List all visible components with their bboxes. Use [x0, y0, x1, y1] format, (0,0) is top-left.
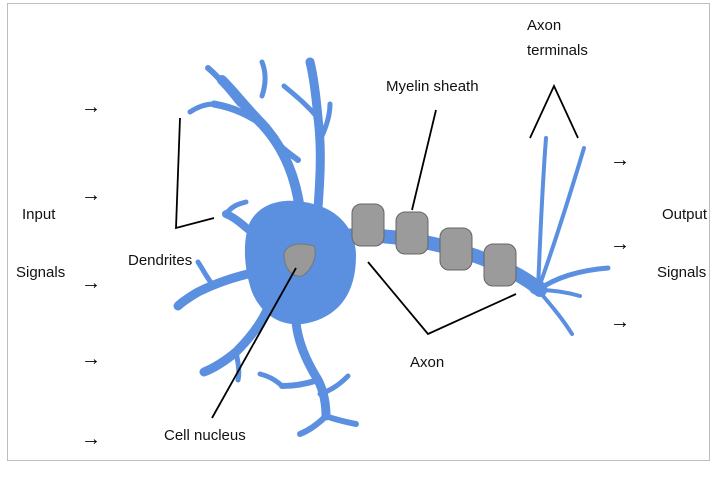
axon-terminal [538, 268, 608, 290]
output-arrow-3: → [610, 312, 630, 332]
dendrite [310, 62, 320, 208]
dendrite [296, 322, 326, 416]
dendrite [226, 202, 246, 214]
neuron [178, 62, 608, 434]
input-label: Input [22, 206, 55, 224]
output-arrow-1: → [610, 150, 630, 170]
input-signals-label: Signals [16, 264, 65, 282]
dendrite [198, 262, 212, 284]
dendrite [326, 416, 356, 424]
axon-terminals-bracket [530, 86, 578, 138]
output-arrow-2: → [610, 234, 630, 254]
input-arrow-1: → [81, 97, 101, 117]
dendrites-label: Dendrites [128, 252, 192, 270]
myelin-segment [352, 204, 384, 246]
cell-nucleus-label: Cell nucleus [164, 427, 246, 445]
output-signals-label: Signals [657, 264, 706, 282]
axon-hillock-end [529, 281, 547, 295]
myelin-segment [396, 212, 428, 254]
myelin-segment [484, 244, 516, 286]
output-label: Output [662, 206, 707, 224]
dendrites-bracket [176, 118, 214, 228]
dendrite [300, 416, 326, 434]
axon-terminal [538, 290, 572, 334]
input-arrow-5: → [81, 429, 101, 449]
myelin-segment [440, 228, 472, 270]
dendrite [178, 272, 256, 306]
axon-terminals-label-line2: terminals [527, 42, 588, 60]
dendrite [190, 104, 214, 112]
myelin-sheath-label: Myelin sheath [386, 78, 479, 96]
input-arrow-3: → [81, 273, 101, 293]
dendrite [208, 68, 240, 104]
input-arrow-2: → [81, 185, 101, 205]
axon-terminals-label-line1: Axon [527, 17, 561, 35]
input-arrow-4: → [81, 349, 101, 369]
myelin-leader [412, 110, 436, 210]
dendrite [260, 374, 282, 386]
axon-label: Axon [410, 354, 444, 372]
dendrite [262, 62, 265, 96]
dendrite [282, 380, 318, 386]
